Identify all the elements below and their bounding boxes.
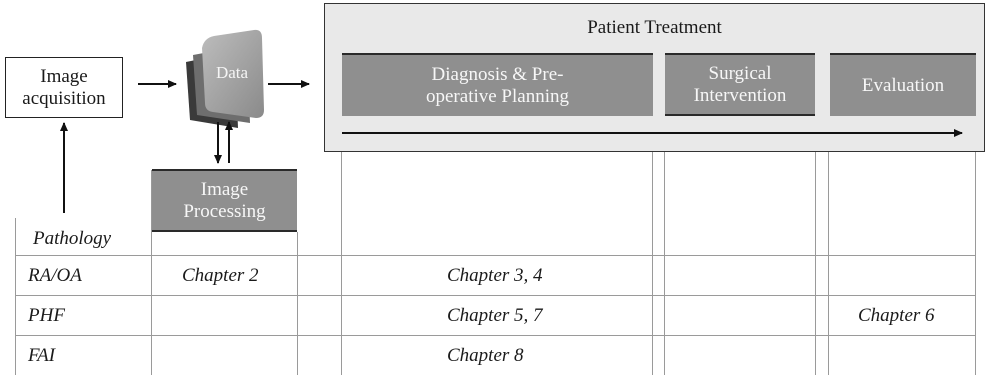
table-divider xyxy=(341,150,342,375)
table-divider xyxy=(297,232,298,375)
diagnosis-box: Diagnosis & Pre-operative Planning xyxy=(342,53,653,116)
row-ra-oa-image-processing: Chapter 2 xyxy=(182,265,259,286)
row-fai-pathology: FAI xyxy=(28,345,56,366)
pathology-header: Pathology xyxy=(33,228,112,249)
patient-treatment-title: Patient Treatment xyxy=(587,17,722,38)
row-fai-diagnosis: Chapter 8 xyxy=(447,345,524,366)
data-label: Data xyxy=(215,63,249,82)
image-processing-box: Image Processing xyxy=(152,169,297,232)
table-divider xyxy=(975,150,976,375)
table-divider xyxy=(151,170,152,375)
row-ra-oa-pathology: RA/OA xyxy=(28,265,82,286)
surgical-intervention-box: Surgical Intervention xyxy=(665,53,815,116)
table-row-line xyxy=(15,255,975,256)
evaluation-box: Evaluation xyxy=(830,53,976,116)
table-divider xyxy=(652,150,653,375)
row-phf-evaluation: Chapter 6 xyxy=(858,305,935,326)
data-stack-icon xyxy=(186,29,264,128)
row-phf-pathology: PHF xyxy=(28,305,65,326)
table-divider xyxy=(828,150,829,375)
table-row-line xyxy=(15,295,975,296)
table-divider xyxy=(664,150,665,375)
row-ra-oa-diagnosis: Chapter 3, 4 xyxy=(447,265,543,286)
image-acquisition-box: Image acquisition xyxy=(5,57,123,118)
row-phf-diagnosis: Chapter 5, 7 xyxy=(447,305,543,326)
table-divider xyxy=(815,150,816,375)
table-row-line xyxy=(15,335,975,336)
table-divider xyxy=(15,218,16,375)
